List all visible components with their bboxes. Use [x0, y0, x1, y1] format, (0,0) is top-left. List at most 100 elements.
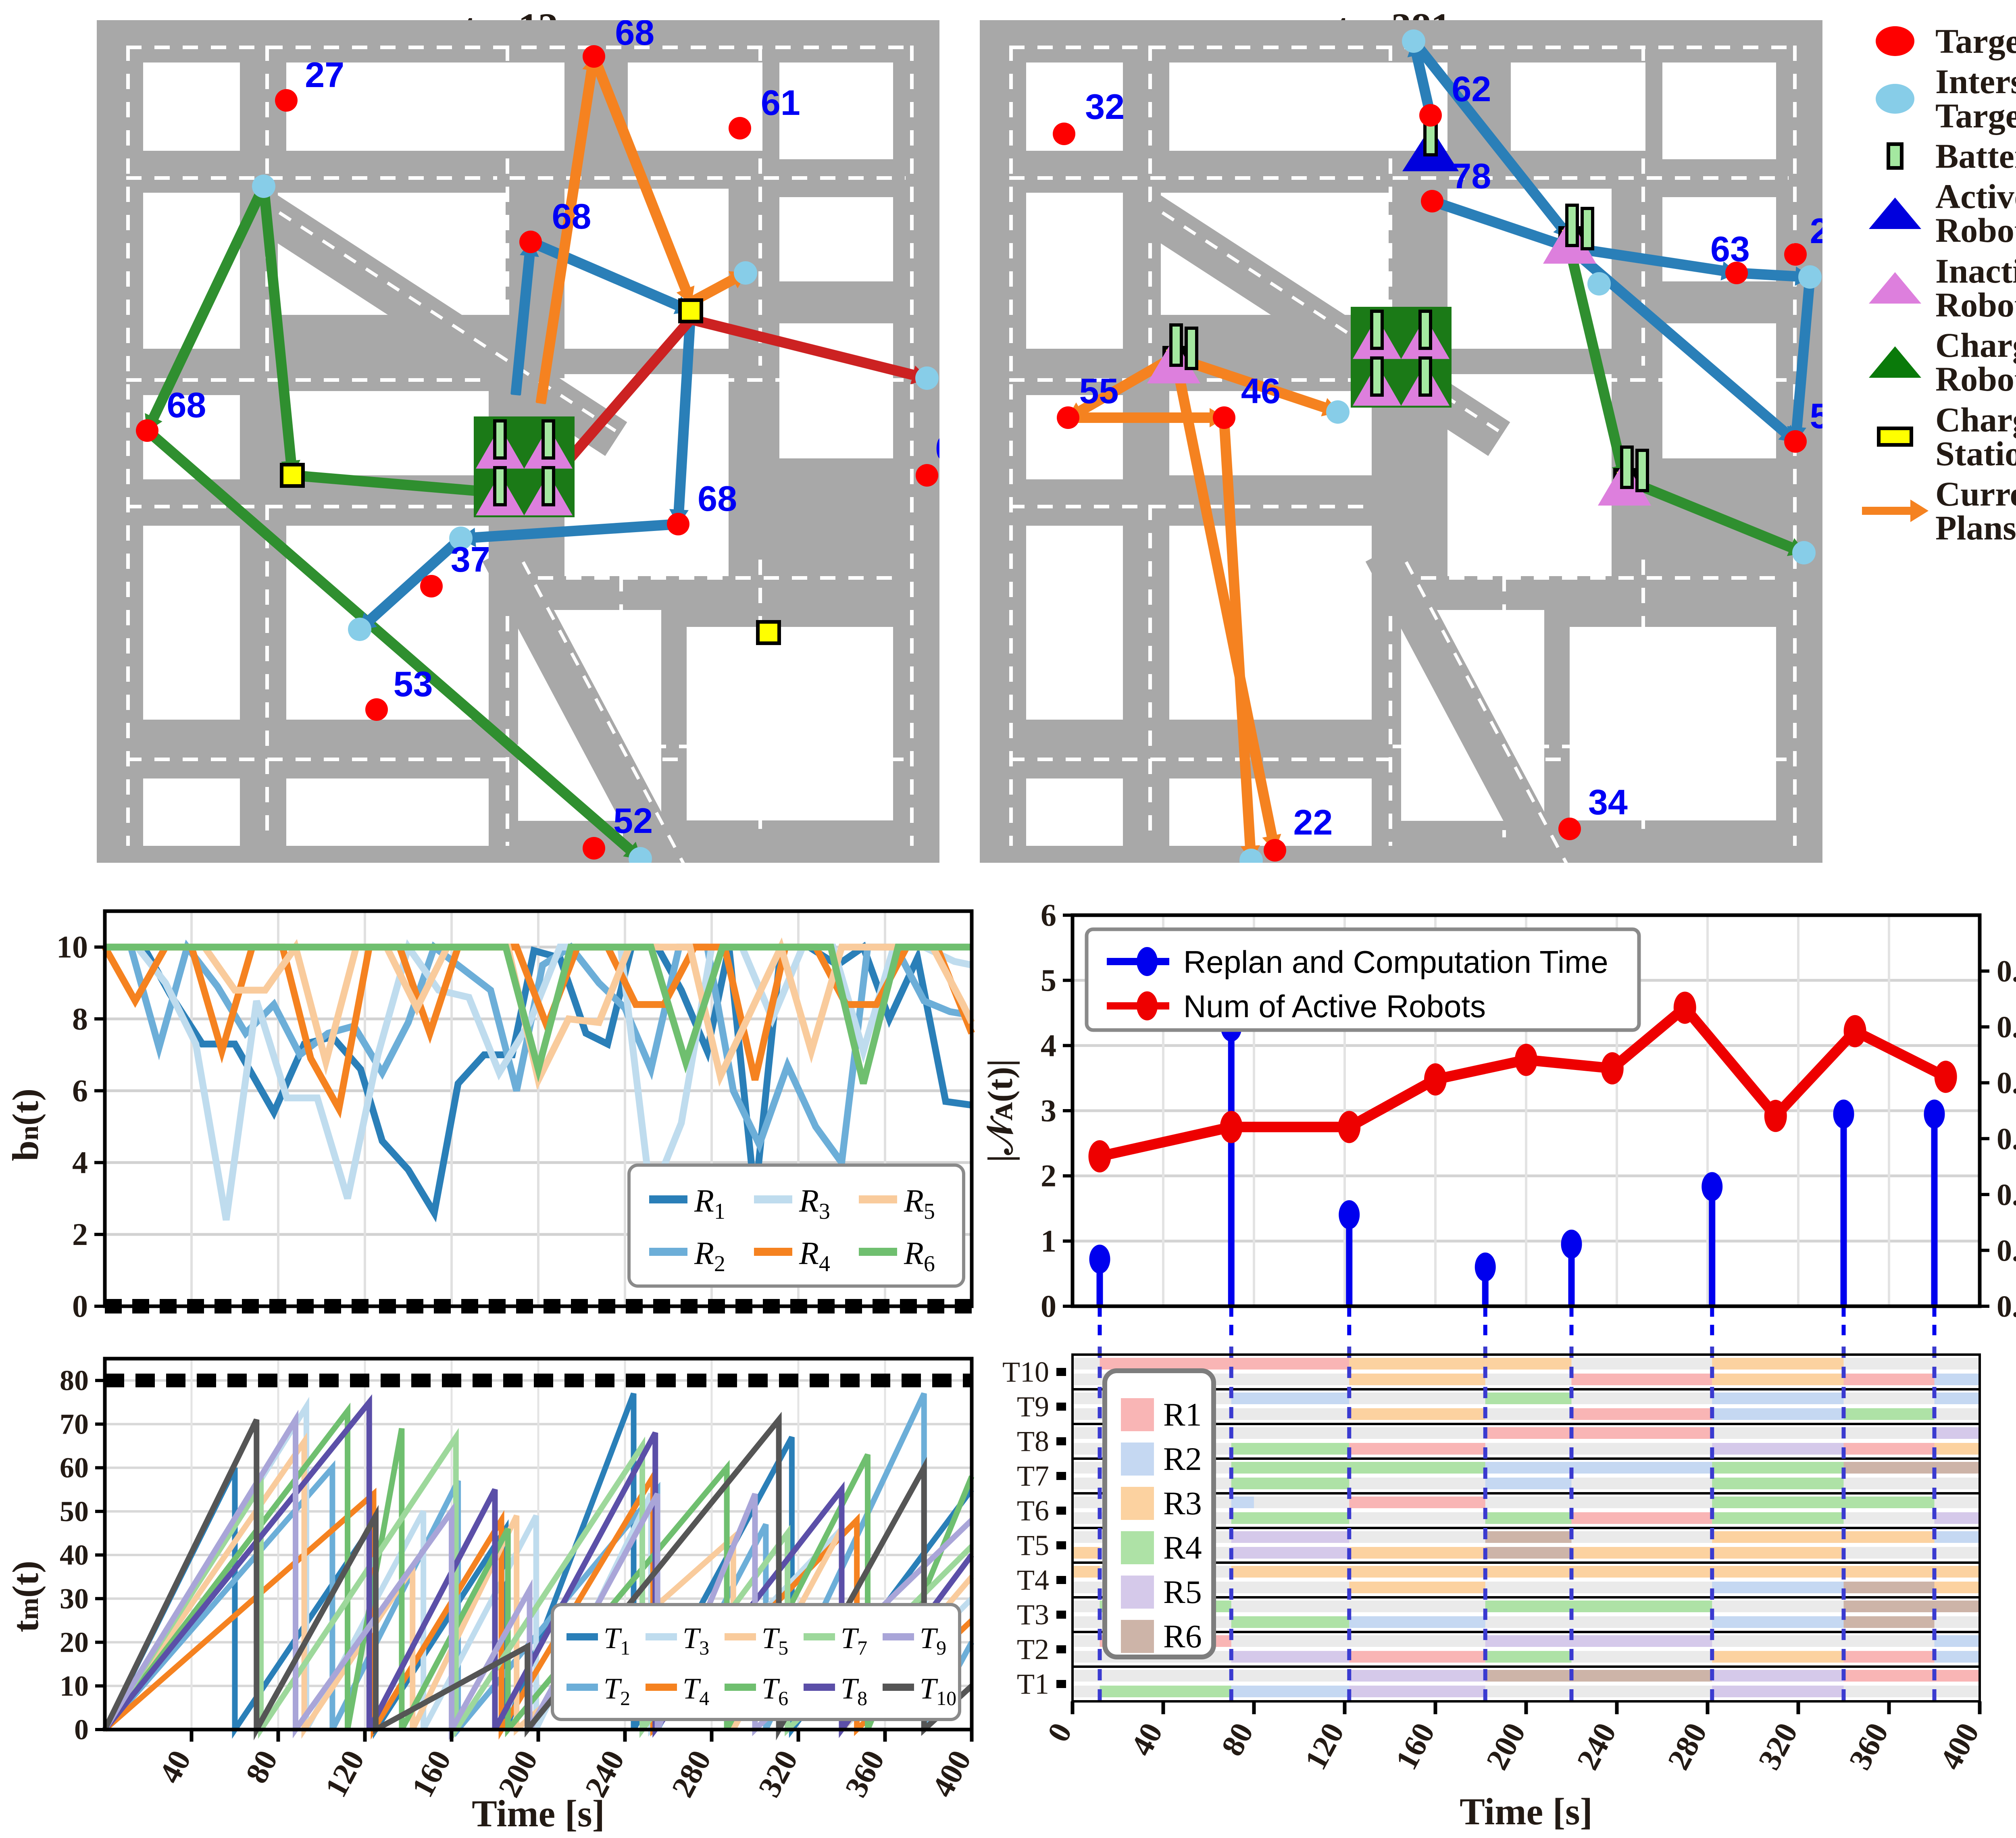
gantt-bar-R4 — [1231, 1478, 1350, 1489]
gantt-row-label: T10 — [1002, 1356, 1049, 1388]
building-block — [286, 526, 489, 720]
legend-item-red-circle: Targets — [1855, 24, 2016, 58]
yellow-square-icon — [1855, 426, 1935, 447]
active-robots-marker — [1515, 1043, 1537, 1076]
gantt-row-label: T7 — [1017, 1460, 1049, 1492]
intersection-target — [734, 261, 758, 285]
building-block — [1662, 62, 1776, 159]
target-marker — [1725, 262, 1748, 284]
gantt-bar-R1 — [1571, 1408, 1712, 1420]
gantt-bar-R3 — [1934, 1566, 1980, 1578]
gantt-bar-R1 — [1571, 1512, 1712, 1524]
gantt-legend-swatch-R3 — [1121, 1487, 1154, 1520]
target-label: 55 — [1079, 371, 1119, 411]
target-marker — [365, 698, 388, 721]
building-block — [286, 778, 489, 846]
lane-marking-vertical — [619, 576, 623, 838]
svg-text:0.30: 0.30 — [1997, 955, 2016, 989]
svg-text:10: 10 — [60, 1670, 89, 1702]
intersection-target — [915, 366, 939, 390]
building-block — [779, 62, 893, 159]
svg-text:160: 160 — [1388, 1717, 1441, 1775]
gantt-row-label: T5 — [1017, 1529, 1049, 1561]
svg-text:160: 160 — [404, 1744, 458, 1803]
gantt-bar-R3 — [1349, 1374, 1485, 1385]
target-marker — [1421, 190, 1444, 213]
robot-battery — [1565, 204, 1579, 248]
gantt-legend-swatch-R4 — [1121, 1531, 1154, 1564]
lane-marking-horizontal — [510, 576, 898, 580]
active-robots-marker — [1764, 1099, 1787, 1132]
target-label: 78 — [1452, 156, 1491, 196]
svg-text:400: 400 — [925, 1744, 978, 1803]
replan-marker — [1561, 1229, 1582, 1259]
gantt-bar-R4 — [1231, 1512, 1350, 1524]
intersection-target — [348, 618, 372, 641]
svg-text:40: 40 — [1124, 1717, 1169, 1761]
target-label: 22 — [1293, 802, 1333, 842]
lane-marking-horizontal — [126, 176, 497, 180]
gantt-bar-R6 — [1485, 1531, 1572, 1543]
target-label: 53 — [393, 664, 433, 704]
lane-marking-horizontal — [126, 45, 914, 49]
gantt-legend-label: R4 — [1163, 1529, 1202, 1566]
robot-battery — [493, 466, 507, 506]
legend-item-battery-rect: Battery — [1855, 139, 2016, 173]
gantt-bar-R3 — [1349, 1408, 1485, 1420]
gantt-bar-R3 — [1485, 1358, 1572, 1370]
gantt-bar-R3 — [1712, 1374, 1844, 1385]
charging-station — [756, 620, 781, 645]
svg-text:0.25: 0.25 — [1997, 1010, 2016, 1044]
target-marker — [583, 837, 606, 860]
svg-text:6: 6 — [1041, 899, 1056, 933]
svg-text:80: 80 — [1214, 1717, 1260, 1761]
gantt-bar-R5 — [1231, 1531, 1350, 1543]
gantt-bar-R1 — [1349, 1443, 1485, 1455]
robot-battery — [541, 419, 555, 460]
charging-station — [678, 298, 704, 324]
active-robots-marker — [1220, 1111, 1243, 1143]
intersection-target — [1792, 541, 1816, 564]
gantt-bar-R3 — [1712, 1547, 1844, 1559]
gantt-bar-R5 — [1231, 1651, 1350, 1663]
legend-item-green-triangle: ChargingRobots — [1855, 328, 2016, 396]
building-block — [286, 62, 564, 151]
gantt-bar-R1 — [1843, 1443, 1935, 1455]
robot-battery — [1620, 445, 1634, 489]
replan-marker — [1089, 1245, 1110, 1274]
gantt-bar-R6 — [1843, 1601, 1980, 1612]
legend-item-label: CurrentPlans — [1935, 475, 2016, 547]
svg-text:360: 360 — [838, 1744, 891, 1803]
target-marker — [1213, 406, 1236, 429]
robot-battery — [1635, 449, 1649, 493]
gantt-bar-R1 — [1843, 1651, 1935, 1663]
legend-item-label: ChargingStations — [1935, 400, 2016, 473]
lane-marking-horizontal — [510, 745, 898, 749]
target-label: 62 — [1452, 69, 1491, 109]
active-robots-line — [1098, 1002, 1948, 1161]
gantt-bar-R2 — [1231, 1686, 1350, 1697]
gantt-legend-label: R2 — [1163, 1440, 1202, 1477]
svg-text:50: 50 — [60, 1495, 89, 1528]
gantt-bar-R4 — [1485, 1512, 1572, 1524]
target-marker — [1263, 839, 1286, 862]
building-block — [1570, 627, 1776, 821]
replan-marker — [1924, 1099, 1945, 1129]
replan-legend-label: Num of Active Robots — [1183, 989, 1486, 1024]
target-marker — [1558, 818, 1581, 841]
svg-text:120: 120 — [318, 1744, 371, 1803]
lane-marking-horizontal — [1009, 504, 1372, 508]
svg-text:0.10: 0.10 — [1997, 1178, 2016, 1212]
target-marker — [915, 464, 938, 487]
gantt-row-label: T3 — [1017, 1599, 1049, 1631]
active-robots-marker — [1673, 991, 1696, 1024]
gantt-row-label: T1 — [1017, 1668, 1049, 1700]
svg-text:0.00: 0.00 — [1997, 1290, 2016, 1324]
gantt-bar-R4 — [1712, 1478, 1844, 1489]
robot-battery — [1418, 356, 1432, 397]
gantt-legend-label: R3 — [1163, 1485, 1202, 1522]
gantt-bar-R4 — [1485, 1393, 1572, 1404]
gantt-bar-R3 — [1712, 1651, 1844, 1663]
svg-text:40: 40 — [60, 1539, 89, 1571]
